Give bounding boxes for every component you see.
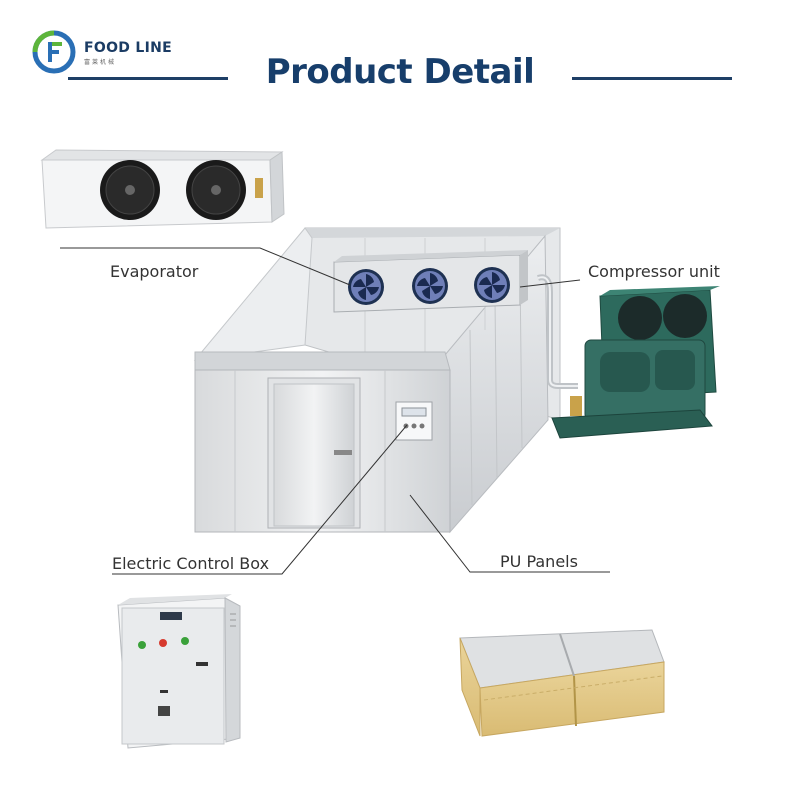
brand-tagline: 富莱机械 [84,59,117,66]
evaporator-photo [40,149,285,229]
control-box-label: Electric Control Box [112,554,270,573]
brand-name: FOOD LINE [84,40,172,56]
title-rule-right [572,77,732,80]
title-rule-left [68,77,228,80]
evaporator-label: Evaporator [110,262,199,281]
compressor-unit-photo [551,286,720,439]
leader-lines [60,247,610,575]
brand-logo: FOOD LINE 富莱机械 [32,30,192,76]
compressor-label: Compressor unit [588,262,720,281]
pu-panels-photo [459,629,665,737]
control-box-photo [117,594,241,749]
pu-panels-label: PU Panels [500,552,578,571]
room-evaporator [333,250,528,313]
food-line-logo-icon [32,30,76,74]
page-title: Product Detail [265,52,535,92]
